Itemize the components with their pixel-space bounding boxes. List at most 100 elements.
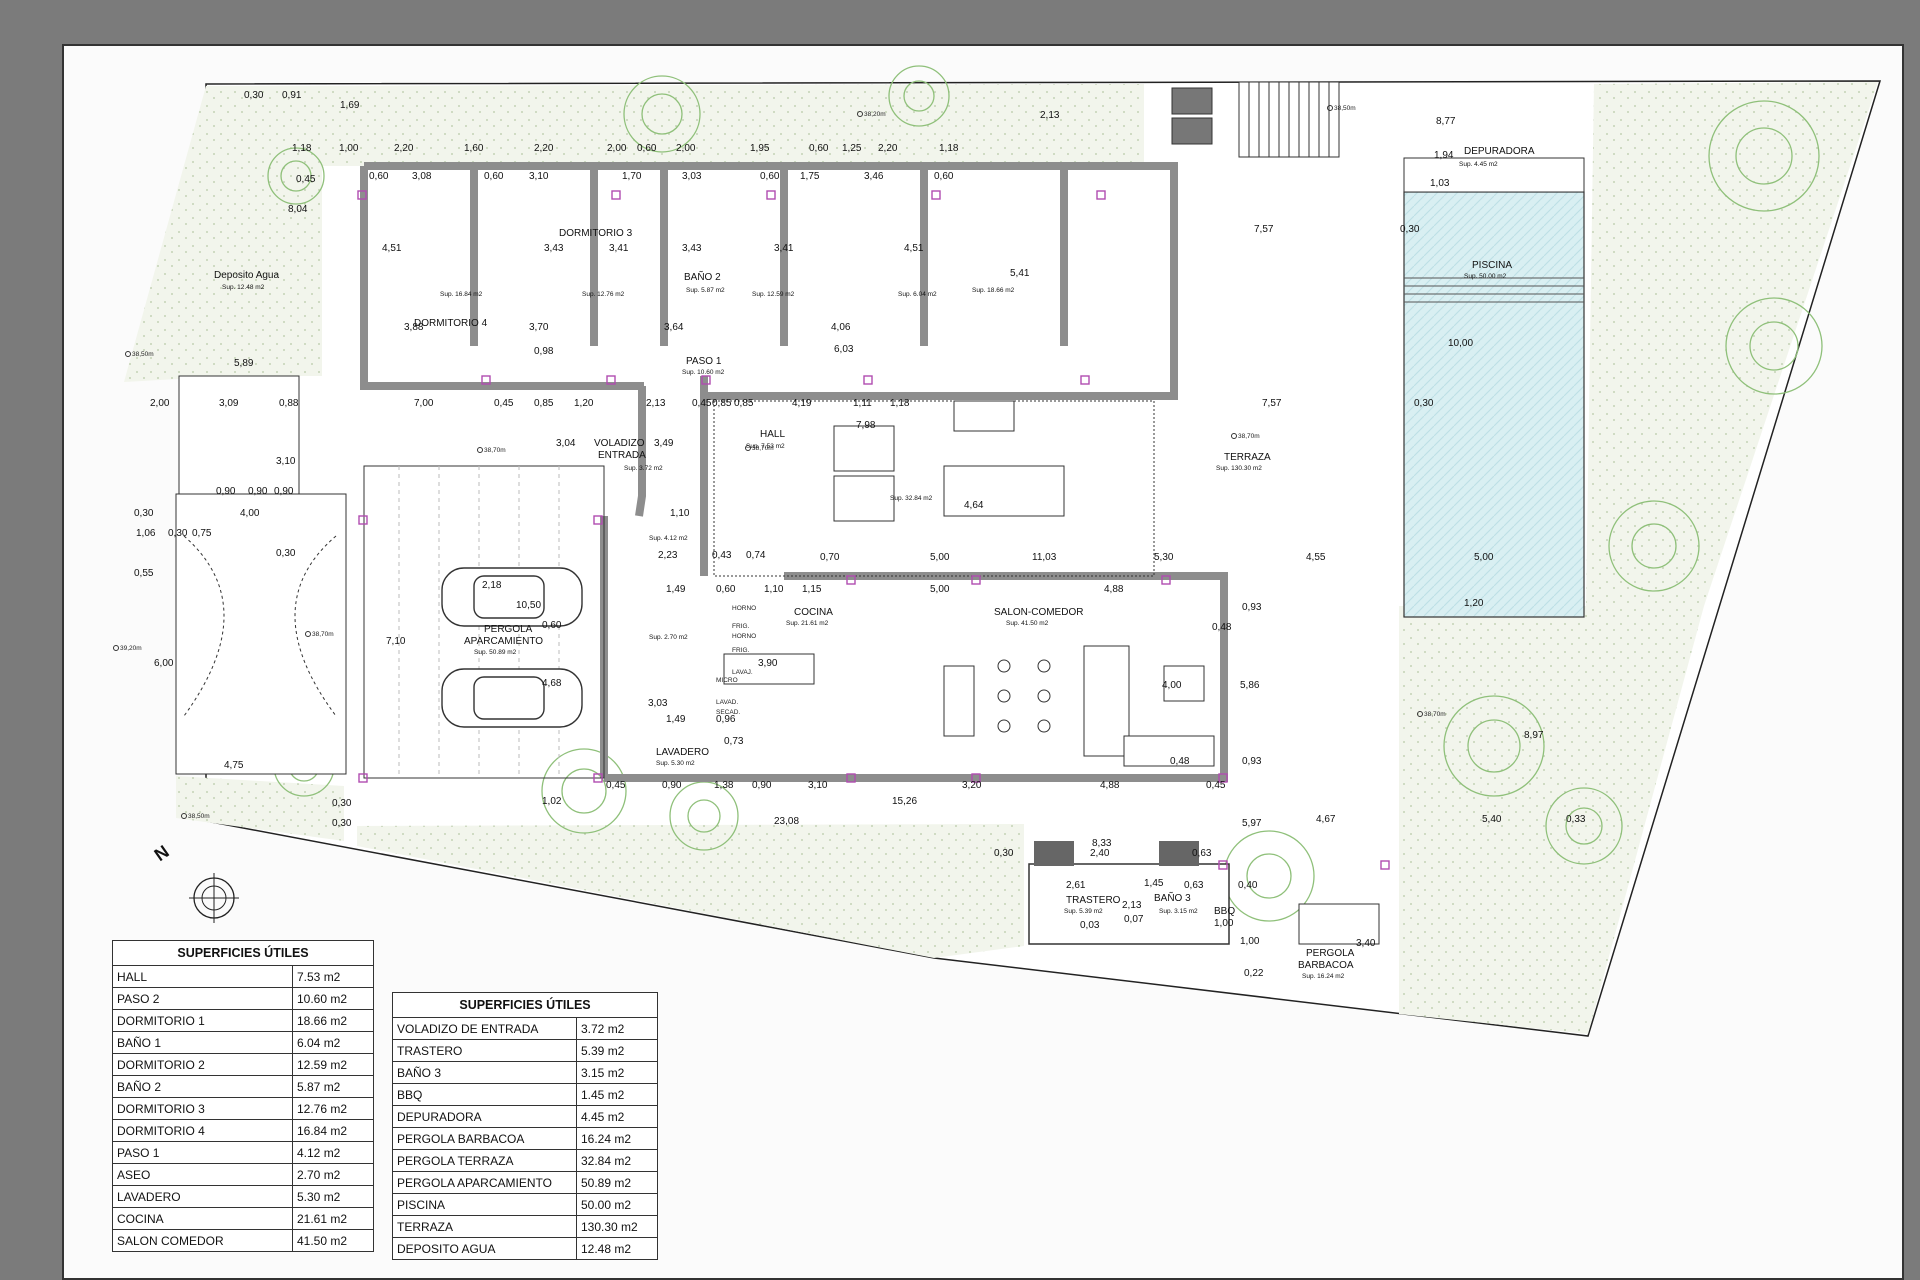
dimension-label: 0,30: [244, 90, 264, 101]
sup-bano1: Sup. 6.04 m2: [898, 291, 937, 298]
dimension-label: 0,93: [1242, 602, 1262, 613]
dimension-label: 0,22: [1244, 968, 1264, 979]
area-value: 5.87 m2: [292, 1075, 374, 1098]
car-top: [441, 567, 583, 627]
level-label: 38,70m: [1238, 433, 1260, 440]
label-paso1: PASO 1: [686, 356, 722, 367]
garden-bottom-right: [1399, 606, 1704, 1034]
area-value: 5.30 m2: [292, 1185, 374, 1208]
dimension-label: 0,48: [1212, 622, 1232, 633]
dimension-label: 1,49: [666, 714, 686, 725]
table2-title: SUPERFICIES ÚTILES: [392, 992, 658, 1018]
label-terraza: TERRAZA: [1224, 452, 1271, 463]
dimension-label: 3,09: [219, 398, 239, 409]
dimension-label: 5,97: [1242, 818, 1262, 829]
dimension-label: 0,73: [724, 736, 744, 747]
dimension-label: 0,85: [534, 398, 554, 409]
dimension-label: 0,88: [279, 398, 299, 409]
dimension-label: 0,33: [1566, 814, 1586, 825]
label-pergola-bbq2: BARBACOA: [1298, 960, 1354, 971]
dimension-label: 1,11: [853, 398, 872, 409]
dimension-label: 0,48: [1170, 756, 1190, 767]
dimension-label: 0,90: [752, 780, 772, 791]
dimension-label: 0,60: [809, 143, 829, 154]
dimension-label: 0,74: [746, 550, 766, 561]
dimension-label: 3,03: [682, 171, 702, 182]
level-label: 39,20m: [120, 645, 142, 652]
area-value: 16.84 m2: [292, 1119, 374, 1142]
dimension-label: 1,95: [750, 143, 770, 154]
dimension-label: 2,18: [482, 580, 502, 591]
label-lavadero: LAVADERO: [656, 747, 709, 758]
dimension-label: 0,98: [534, 346, 554, 357]
area-value: 21.61 m2: [292, 1207, 374, 1230]
dimension-label: 0,85: [734, 398, 754, 409]
dimension-label: 3,43: [544, 243, 564, 254]
area-value: 4.12 m2: [292, 1141, 374, 1164]
area-name: BBQ: [392, 1083, 577, 1106]
level-marker-icon: [857, 111, 863, 117]
dimension-label: 2,23: [658, 550, 678, 561]
dimension-label: 8,77: [1436, 116, 1456, 127]
dimension-label: 0,91: [282, 90, 302, 101]
dimension-label: 0,90: [274, 486, 294, 497]
dimension-label: 0,07: [1124, 914, 1144, 925]
drawing-sheet: N DORMITORIO 3 DORMITORIO 4 BAÑO 2 Depos…: [62, 44, 1904, 1280]
dimension-label: 1,70: [622, 171, 642, 182]
level-label: 38,20m: [864, 111, 886, 118]
dimension-label: 0,70: [820, 552, 840, 563]
area-value: 2.70 m2: [292, 1163, 374, 1186]
area-name: DEPOSITO AGUA: [392, 1237, 577, 1260]
dimension-label: 1,18: [939, 143, 959, 154]
dimension-label: 1,20: [574, 398, 594, 409]
dimension-label: 0,93: [1242, 756, 1262, 767]
label-depuradora: DEPURADORA: [1464, 146, 1535, 157]
dimension-label: 8,97: [1524, 730, 1544, 741]
area-value: 6.04 m2: [292, 1031, 374, 1054]
dimension-label: 0,30: [134, 508, 154, 519]
dimension-label: 15,26: [892, 796, 917, 807]
dimension-label: 4,68: [542, 678, 562, 689]
label-dormitorio3: DORMITORIO 3: [559, 228, 633, 239]
area-value: 7.53 m2: [292, 965, 374, 988]
dimension-label: 1,38: [714, 780, 734, 791]
sup-paso2: Sup. 4.12 m2: [649, 535, 688, 542]
dimension-label: 6,00: [154, 658, 174, 669]
dimension-label: 2,20: [534, 143, 554, 154]
dimension-label: 3,08: [412, 171, 432, 182]
area-value: 1.45 m2: [576, 1083, 658, 1106]
dimension-label: 4,00: [240, 508, 260, 519]
dimension-label: 1,02: [542, 796, 562, 807]
dimension-label: 0,60: [637, 143, 657, 154]
area-name: COCINA: [112, 1207, 293, 1230]
area-name: BAÑO 2: [112, 1075, 293, 1098]
dimension-label: 1,25: [842, 143, 862, 154]
appliance-label: HORNO: [732, 633, 756, 640]
dimension-label: 2,13: [1040, 110, 1060, 121]
area-name: PISCINA: [392, 1193, 577, 1216]
dimension-label: 0,30: [332, 798, 352, 809]
dimension-label: 7,57: [1262, 398, 1282, 409]
label-bano3: BAÑO 3: [1154, 891, 1191, 904]
stairs: [1238, 81, 1340, 158]
bbq-table: [1298, 903, 1380, 945]
dimension-label: 0,75: [192, 528, 212, 539]
sup-salon: Sup. 41.50 m2: [1006, 620, 1049, 627]
dimension-label: 1,18: [292, 143, 312, 154]
sup-dorm2: Sup. 12.59 m2: [752, 291, 795, 298]
sup-voladizo: Sup. 3.72 m2: [624, 465, 663, 472]
dimension-label: 0,30: [1400, 224, 1420, 235]
area-name: PERGOLA BARBACOA: [392, 1127, 577, 1150]
appliance-label: MICRO: [716, 677, 738, 684]
deposit-area: [178, 375, 300, 495]
dimension-label: 4,06: [831, 322, 851, 333]
